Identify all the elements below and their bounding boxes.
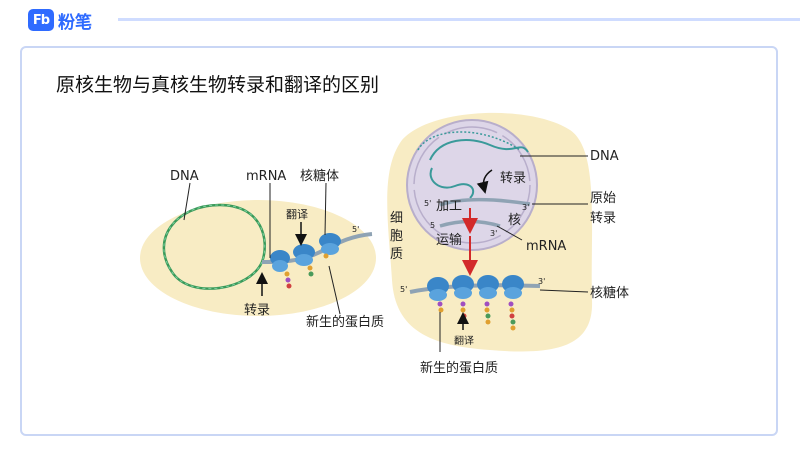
eukaryote-transcription-label: 转录 (500, 171, 526, 186)
eukaryote-ribosome-label: 核糖体 (590, 285, 629, 301)
eukaryote-5prime-outer: 5' (400, 285, 407, 294)
header-divider (118, 18, 800, 21)
prokaryote-dna-label: DNA (170, 169, 199, 184)
cytoplasm-label-1: 细 (390, 211, 403, 226)
eukaryote-diagram: DNA 转录 原始 转录 加工 运输 核 mRNA 5' 3' 5 3' 细 胞… (387, 112, 629, 376)
prokaryote-mrna-label: mRNA (246, 169, 286, 184)
nucleus-label: 核 (508, 213, 521, 228)
eukaryote-5prime-mid: 5 (430, 221, 435, 230)
prokaryote-ribosomes (270, 233, 341, 272)
eukaryote-3prime-outer: 3' (538, 277, 545, 286)
primary-transcript (439, 197, 531, 207)
processing-label: 加工 (436, 199, 462, 214)
page-title: 原核生物与真核生物转录和翻译的区别 (56, 74, 380, 96)
eukaryote-3prime-mid: 3' (490, 229, 497, 238)
prokaryote-cell (140, 200, 376, 316)
brand-logo[interactable]: Fb 粉笔 (28, 8, 92, 33)
header-bar: Fb 粉笔 (0, 0, 800, 40)
transport-label: 运输 (436, 232, 462, 248)
prokaryote-protein-label: 新生的蛋白质 (306, 314, 384, 330)
cytoplasm-label-3: 质 (390, 247, 403, 262)
eukaryote-5prime-inner: 5' (424, 199, 431, 208)
prokaryote-transcription-label: 转录 (244, 303, 270, 318)
eukaryote-dna-label: DNA (590, 149, 619, 164)
cytoplasm-label-2: 胞 (390, 229, 403, 244)
prokaryote-protein-chains (284, 253, 329, 289)
brand-mark: Fb (28, 9, 54, 31)
eukaryote-dna (429, 139, 529, 199)
content-frame (20, 46, 778, 436)
prokaryote-ribosome-label: 核糖体 (300, 168, 339, 184)
prokaryote-5prime-label: 5' (352, 225, 359, 234)
prokaryote-translation-label: 翻译 (286, 207, 308, 221)
nucleus (406, 119, 538, 251)
eukaryote-translation-label: 翻译 (454, 335, 474, 347)
eukaryote-ribosomes (427, 275, 524, 301)
prokaryote-diagram: DNA mRNA 核糖体 翻译 5' 转录 新生的蛋白质 (140, 168, 384, 330)
eukaryote-mrna-label: mRNA (526, 239, 566, 254)
brand-name: 粉笔 (58, 12, 92, 33)
eukaryote-3prime-inner: 3' (522, 203, 529, 212)
eukaryote-protein-label: 新生的蛋白质 (420, 360, 498, 376)
primary-transcript-label-1: 原始 (590, 191, 616, 206)
primary-transcript-label-2: 转录 (590, 211, 616, 226)
